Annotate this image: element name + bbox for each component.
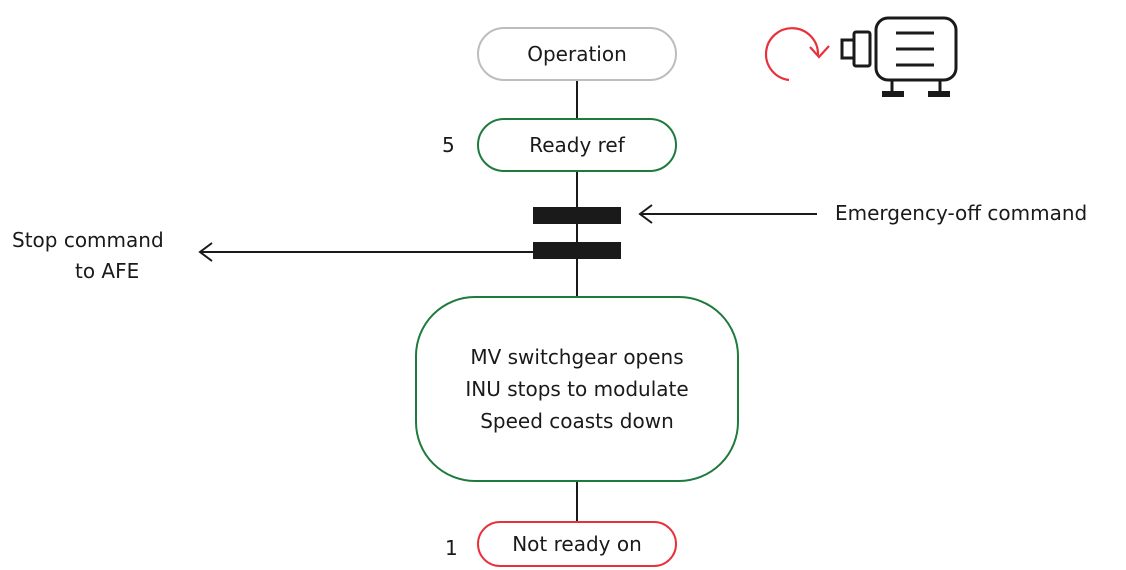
emergency-off-arrow-head [638,204,653,224]
stop-command-arrow-head [198,242,213,262]
operation-node: Operation [477,27,677,81]
stop-command-label-line1: Stop command [12,228,164,252]
process-line-1: MV switchgear opens [470,345,684,369]
not-ready-on-node: Not ready on [477,521,677,567]
operation-label: Operation [527,42,627,66]
not-ready-on-label: Not ready on [512,532,642,556]
motor-flange [852,30,872,68]
process-line-3: Speed coasts down [480,409,674,433]
rotation-arrow-head [809,45,830,59]
motor-foot-right [928,91,950,97]
motor-shaft [840,38,856,60]
process-node: MV switchgear opens INU stops to modulat… [415,296,739,482]
rotation-arc [764,27,820,82]
emergency-off-transition-bar [533,207,621,224]
stop-command-label-line2: to AFE [75,259,140,283]
not-ready-on-state-number: 1 [445,536,458,560]
stop-command-transition-bar [533,242,621,259]
process-line-2: INU stops to modulate [465,377,689,401]
motor-foot-left [882,91,904,97]
emergency-off-label: Emergency-off command [835,201,1088,225]
ready-ref-node: Ready ref [477,118,677,172]
motor-icon [840,16,958,97]
rotation-arrow-icon [764,27,830,82]
motor-body [874,16,958,82]
ready-ref-label: Ready ref [529,133,625,157]
ready-ref-state-number: 5 [442,133,455,157]
arrows [198,204,817,262]
